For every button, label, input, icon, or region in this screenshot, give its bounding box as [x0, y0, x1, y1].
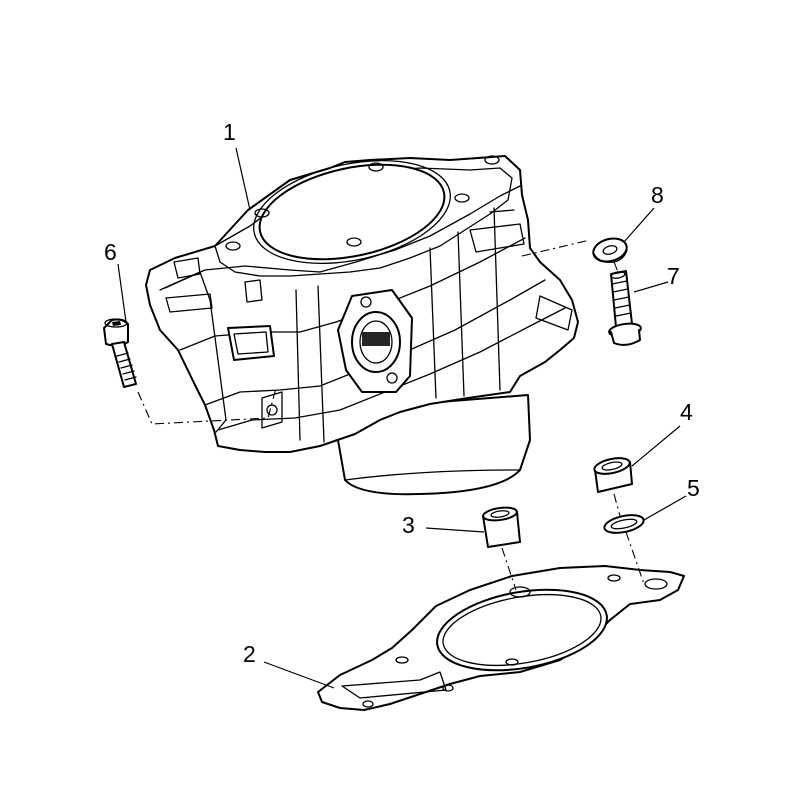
callout-4: 4 [680, 399, 693, 425]
washer-icon [592, 237, 628, 263]
callout-1: 1 [223, 119, 236, 145]
callout-5: 5 [687, 475, 700, 501]
callout-labels: 1 2 3 4 5 6 7 8 [104, 119, 700, 667]
callout-2: 2 [243, 641, 256, 667]
callout-6: 6 [104, 239, 117, 265]
o-ring-icon [603, 514, 645, 534]
leader-lines [117, 147, 687, 689]
dowel-sleeve-icon [593, 457, 633, 493]
callout-8: 8 [651, 182, 664, 208]
assembly-centerlines [137, 239, 645, 591]
dowel-sleeve-icon [482, 506, 521, 548]
cylinder-block-icon [145, 155, 579, 496]
socket-head-bolt-icon [103, 318, 137, 388]
callout-7: 7 [667, 263, 680, 289]
callout-3: 3 [402, 512, 415, 538]
flange-bolt-icon [608, 270, 642, 346]
base-gasket-icon [317, 565, 685, 711]
